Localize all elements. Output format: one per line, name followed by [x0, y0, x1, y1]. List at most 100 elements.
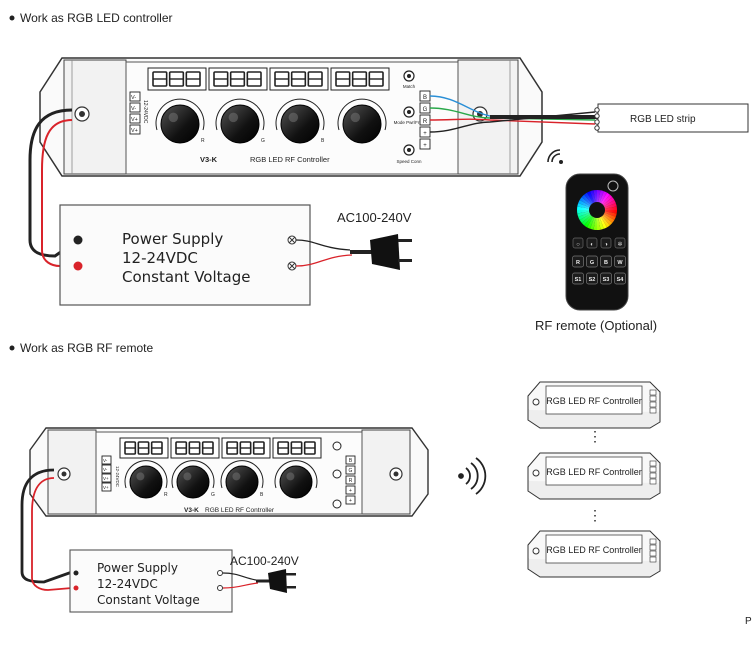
terminal-block — [101, 473, 112, 483]
receiver-controller: RGB LED RF Controller — [527, 381, 661, 429]
terminal-block — [129, 91, 141, 102]
key-glyph: ◐ — [590, 242, 594, 248]
knob-dial[interactable] — [160, 104, 200, 144]
remote-power-button[interactable] — [607, 180, 619, 192]
terminal-label: V+ — [103, 485, 109, 490]
terminal-label: B — [423, 95, 427, 101]
section1-heading: Work as RGB LED controller — [20, 11, 173, 25]
ellipsis-2: ⋮ — [588, 507, 602, 523]
knob-label: R — [164, 492, 168, 498]
plug-icon — [370, 234, 400, 270]
plug-icon — [268, 569, 287, 593]
remote-caption: RF remote (Optional) — [535, 318, 657, 333]
remote-key-label: S4 — [617, 277, 625, 283]
knob-dial[interactable] — [279, 465, 313, 499]
input-voltage-label: 12-24VDC — [115, 466, 120, 488]
key-glyph: ✲ — [617, 241, 622, 248]
terminal-label: + — [349, 498, 352, 504]
terminal-label: V- — [131, 106, 136, 112]
led-strip: RGB LED strip — [594, 103, 749, 133]
remote-key-label: B — [604, 260, 608, 266]
terminal-label: V- — [103, 467, 108, 472]
section2-heading: Work as RGB RF remote — [20, 341, 153, 355]
remote-key[interactable] — [572, 272, 584, 285]
terminal-label: R — [349, 478, 353, 484]
dc-wires-1 — [28, 108, 79, 267]
terminal-block — [345, 485, 356, 495]
controller-name: RGB LED RF Controller — [250, 155, 330, 164]
knob-dial[interactable] — [220, 104, 260, 144]
controller-model: V3-K — [184, 507, 199, 514]
terminal-label: V+ — [103, 476, 109, 481]
remote-key-label: G — [590, 260, 594, 266]
receiver-controller: RGB LED RF Controller — [527, 530, 661, 578]
mode-button[interactable] — [332, 469, 342, 479]
remote-key[interactable] — [600, 255, 612, 268]
receiver-label: RGB LED RF Controller — [546, 396, 642, 406]
terminal-block — [101, 464, 112, 474]
speed-button[interactable] — [332, 499, 342, 509]
remote-key[interactable] — [572, 255, 584, 268]
remote-key-label: R — [576, 260, 580, 266]
terminal-label: G — [423, 107, 428, 113]
knob-label: B — [321, 138, 325, 144]
led-strip-label: RGB LED strip — [630, 114, 696, 125]
remote-key[interactable] — [614, 255, 626, 268]
terminal-label: V- — [103, 458, 108, 463]
mode-label: Mode Pwr/Freq — [394, 120, 425, 125]
psu-line2: 12-24VDC — [122, 249, 198, 267]
dc-wires-2 — [20, 468, 73, 591]
bullet-icon — [9, 15, 15, 21]
remote-key[interactable] — [586, 272, 598, 285]
signal-icon — [547, 149, 561, 163]
knob-label: G — [261, 138, 265, 144]
terminal-block — [345, 475, 356, 485]
speed-label: Speed Conn — [396, 159, 422, 164]
remote-key-label: W — [617, 260, 623, 266]
terminal-label: R — [423, 119, 428, 125]
remote-key[interactable] — [600, 272, 612, 285]
knob-label: R — [201, 138, 205, 144]
remote-function-key[interactable] — [572, 237, 584, 249]
controller-name: RGB LED RF Controller — [205, 507, 275, 514]
psu-line1: Power Supply — [122, 230, 223, 248]
remote-key[interactable] — [614, 272, 626, 285]
knob-dial[interactable] — [129, 465, 163, 499]
input-voltage-label: 12-24VDC — [142, 100, 148, 124]
knob-dial[interactable] — [342, 104, 382, 144]
key-glyph: ○ — [576, 242, 580, 248]
knob-label: B — [260, 492, 264, 498]
receiver-label: RGB LED RF Controller — [546, 545, 642, 555]
remote-key-label: S3 — [603, 277, 610, 283]
match-button[interactable] — [332, 441, 342, 451]
bullet-icon — [9, 345, 15, 351]
remote-function-key[interactable] — [586, 237, 598, 249]
psu-line3: Constant Voltage — [122, 268, 250, 286]
ac-input-1: AC100-240V — [295, 210, 412, 270]
terminal-label: B — [349, 458, 353, 464]
ac-input-2: AC100-240V — [222, 554, 299, 593]
ac-voltage-label-1: AC100-240V — [337, 210, 412, 225]
remote-function-key[interactable] — [614, 237, 626, 249]
terminal-block — [419, 138, 431, 150]
knob-dial[interactable] — [176, 465, 210, 499]
terminal-block — [345, 465, 356, 475]
knob-dial[interactable] — [280, 104, 320, 144]
power-supply-1: Power Supply 12-24VDC Constant Voltage — [59, 204, 311, 306]
terminal-block — [101, 455, 112, 465]
receiver-controller: RGB LED RF Controller — [527, 452, 661, 500]
knob-dial[interactable] — [225, 465, 259, 499]
output-wires — [429, 95, 600, 133]
match-label: Match — [403, 84, 416, 89]
ellipsis-1: ⋮ — [588, 428, 602, 444]
remote-function-key[interactable] — [600, 237, 612, 249]
controller-model: V3-K — [200, 155, 218, 164]
terminal-block — [129, 102, 141, 113]
key-glyph: ◑ — [604, 242, 608, 248]
knob-label: G — [211, 492, 215, 498]
terminal-label: V+ — [131, 117, 138, 123]
remote-key[interactable] — [586, 255, 598, 268]
